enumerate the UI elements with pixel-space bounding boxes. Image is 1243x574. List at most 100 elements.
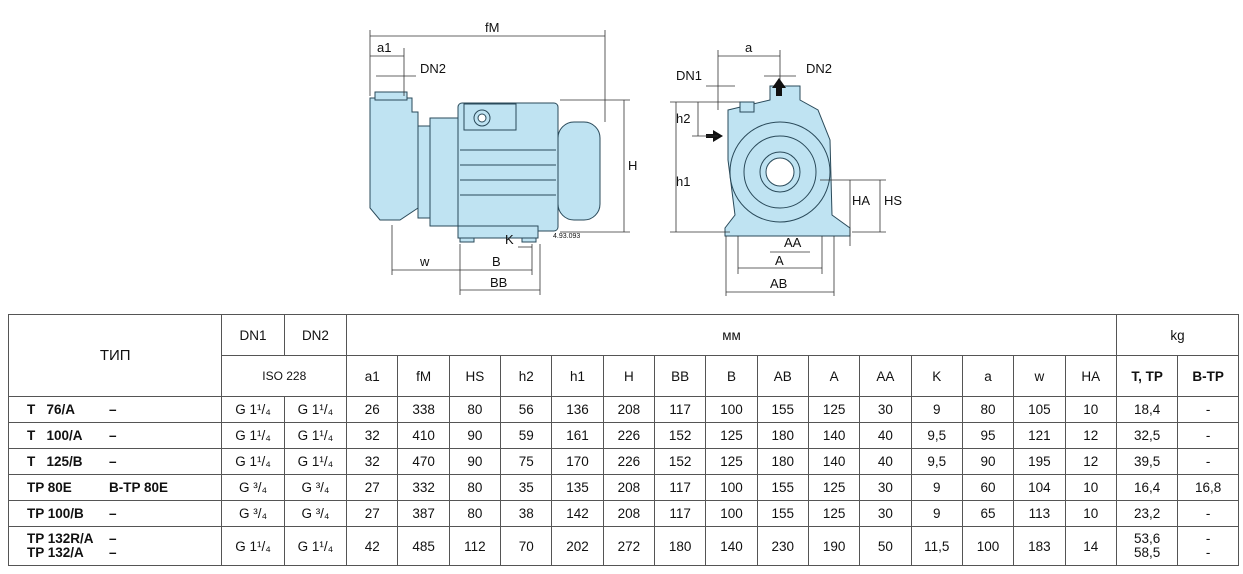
value-cell: 90 — [961, 448, 1015, 475]
weight-cell: -- — [1177, 526, 1239, 566]
value-cell: 140 — [807, 448, 861, 475]
model-variant: – — [109, 454, 117, 469]
dn1-cell: G ³/₄ — [221, 500, 285, 527]
value-cell: 208 — [602, 500, 656, 527]
value-cell: 42 — [346, 526, 399, 566]
value-cell: 155 — [756, 396, 809, 423]
value-cell: 152 — [654, 448, 707, 475]
label-BB: BB — [490, 275, 507, 290]
value-cell: 11,5 — [910, 526, 963, 566]
value-cell: 10 — [1064, 396, 1117, 423]
label-dn2-right: DN2 — [806, 61, 832, 76]
value-cell: 208 — [602, 396, 656, 423]
value-cell: 65 — [961, 500, 1015, 527]
type-line: TP 132/A– — [27, 546, 219, 560]
type-cell: T 125/B– — [7, 448, 223, 475]
weight-cell: 18,4 — [1115, 396, 1179, 423]
value-cell: 125 — [705, 448, 758, 475]
kg-column-header: B-TP — [1177, 355, 1239, 397]
value-cell: 170 — [551, 448, 604, 475]
value-cell: 142 — [551, 500, 604, 527]
value-cell: 56 — [500, 396, 553, 423]
weight-value: 53,6 — [1134, 531, 1161, 546]
column-header-w: w — [1013, 355, 1066, 397]
value-cell: 117 — [654, 474, 707, 501]
value-cell: 38 — [500, 500, 553, 527]
label-K: K — [505, 232, 514, 247]
value-cell: 387 — [397, 500, 450, 527]
column-header-b: B — [705, 355, 758, 397]
weight-cell: - — [1177, 500, 1239, 527]
value-cell: 161 — [551, 422, 604, 449]
value-cell: 100 — [705, 500, 758, 527]
left-dimension-lines — [369, 30, 630, 295]
label-a1: a1 — [377, 40, 391, 55]
value-cell: 10 — [1064, 474, 1117, 501]
dn1-cell: G 1¹/₄ — [221, 396, 285, 423]
dn2-cell: G ³/₄ — [283, 474, 348, 501]
value-cell: 155 — [756, 474, 809, 501]
model-variant: – — [109, 428, 117, 443]
value-cell: 104 — [1013, 474, 1066, 501]
dn2-cell: G 1¹/₄ — [283, 422, 348, 449]
value-cell: 60 — [961, 474, 1015, 501]
label-B: B — [492, 254, 501, 269]
type-cell: TP 132R/A–TP 132/A– — [7, 526, 223, 566]
value-cell: 125 — [807, 500, 861, 527]
label-fM: fM — [485, 20, 499, 35]
column-header-ha: HA — [1064, 355, 1117, 397]
value-cell: 230 — [756, 526, 809, 566]
value-cell: 117 — [654, 500, 707, 527]
value-cell: 9,5 — [910, 448, 963, 475]
kg-column-header: T, TP — [1115, 355, 1179, 397]
model-variant: – — [109, 545, 117, 560]
dn2-header: DN2 — [283, 314, 348, 356]
dn1-cell: G 1¹/₄ — [221, 526, 285, 566]
label-h1: h1 — [676, 174, 690, 189]
value-cell: 80 — [448, 474, 502, 501]
mm-header: мм — [346, 314, 1117, 356]
value-cell: 112 — [448, 526, 502, 566]
value-cell: 136 — [551, 396, 604, 423]
value-cell: 9 — [910, 396, 963, 423]
column-header-a: A — [807, 355, 861, 397]
pump-front-view — [724, 85, 851, 237]
value-cell: 14 — [1064, 526, 1117, 566]
label-HA: HA — [852, 193, 870, 208]
weight-value: - — [1205, 531, 1211, 546]
weight-value: 58,5 — [1134, 545, 1161, 560]
dn1-cell: G 1¹/₄ — [221, 448, 285, 475]
weight-cell: 16,4 — [1115, 474, 1179, 501]
label-dn1: DN1 — [676, 68, 702, 83]
label-A: A — [775, 253, 784, 268]
value-cell: 30 — [859, 474, 912, 501]
weight-cell: - — [1177, 396, 1239, 423]
value-cell: 90 — [448, 448, 502, 475]
value-cell: 332 — [397, 474, 450, 501]
iso-header: ISO 228 — [221, 355, 348, 397]
column-header-aa: AA — [859, 355, 912, 397]
right-dimension-lines — [670, 50, 886, 296]
value-cell: 80 — [448, 500, 502, 527]
weight-cell: 23,2 — [1115, 500, 1179, 527]
value-cell: 90 — [448, 422, 502, 449]
value-cell: 32 — [346, 448, 399, 475]
value-cell: 180 — [756, 448, 809, 475]
value-cell: 121 — [1013, 422, 1066, 449]
weight-cell: - — [1177, 448, 1239, 475]
label-dn2-left: DN2 — [420, 61, 446, 76]
value-cell: 59 — [500, 422, 553, 449]
value-cell: 12 — [1064, 422, 1117, 449]
type-cell: TP 100/B– — [7, 500, 223, 527]
drawing-number: 4.93.093 — [553, 233, 580, 240]
value-cell: 9,5 — [910, 422, 963, 449]
label-h2: h2 — [676, 111, 690, 126]
value-cell: 113 — [1013, 500, 1066, 527]
value-cell: 195 — [1013, 448, 1066, 475]
type-cell: T 100/A– — [7, 422, 223, 449]
value-cell: 40 — [859, 422, 912, 449]
value-cell: 180 — [756, 422, 809, 449]
